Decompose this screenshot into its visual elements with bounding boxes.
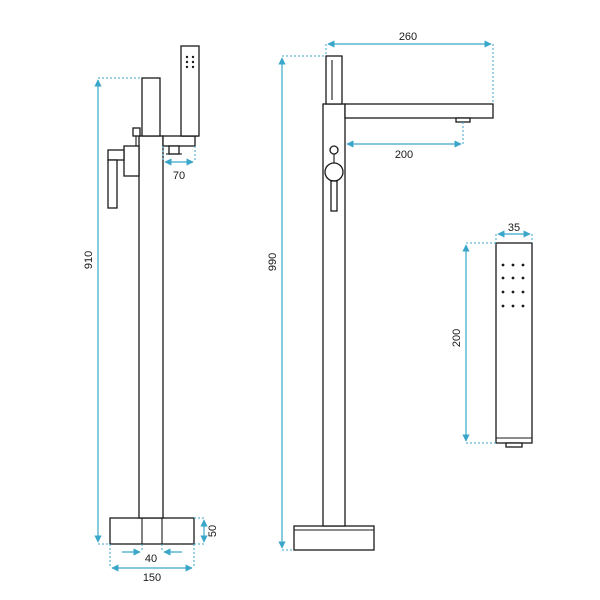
side-mixer-block (123, 145, 140, 177)
base-height-label: 50 (207, 525, 219, 537)
front-reach-label: 200 (395, 149, 413, 161)
side-handshower (180, 45, 200, 137)
front-view (293, 55, 494, 551)
handshower-dimensions: 35 200 (451, 222, 533, 444)
handshower-nozzles (501, 263, 525, 308)
side-spout-stub (162, 135, 196, 147)
front-mixer-handle (324, 162, 344, 182)
front-height-label: 990 (267, 253, 279, 271)
side-base-plate (109, 517, 195, 545)
handshower-width-label: 35 (508, 222, 520, 234)
side-height-label: 910 (83, 251, 95, 269)
handshower-detail (495, 242, 533, 448)
front-spout-outlet (455, 117, 471, 123)
side-view (107, 45, 200, 545)
base-inner-label: 40 (145, 553, 157, 565)
top-width-label: 260 (399, 31, 417, 43)
front-spout-arm (344, 103, 494, 119)
handshower-height-label: 200 (451, 329, 463, 347)
side-lever-grip (107, 159, 118, 209)
base-width-label: 150 (143, 572, 161, 584)
side-dimensions: 910 70 50 40 150 (83, 77, 219, 584)
side-outlet (168, 145, 180, 155)
handshower-connector (505, 442, 523, 448)
front-lever-grip (330, 180, 338, 212)
side-diverter-knob (132, 127, 141, 137)
side-column (138, 135, 164, 519)
side-lever-handle (107, 149, 125, 161)
side-handshower-nozzles (185, 55, 195, 69)
handshower-body (495, 242, 533, 444)
front-diverter-knob (329, 145, 339, 155)
front-handshower-upright (325, 55, 343, 105)
side-upper-column (141, 77, 161, 137)
front-dimensions: 990 260 200 (267, 31, 494, 551)
spout-reach-label: 70 (173, 170, 185, 182)
